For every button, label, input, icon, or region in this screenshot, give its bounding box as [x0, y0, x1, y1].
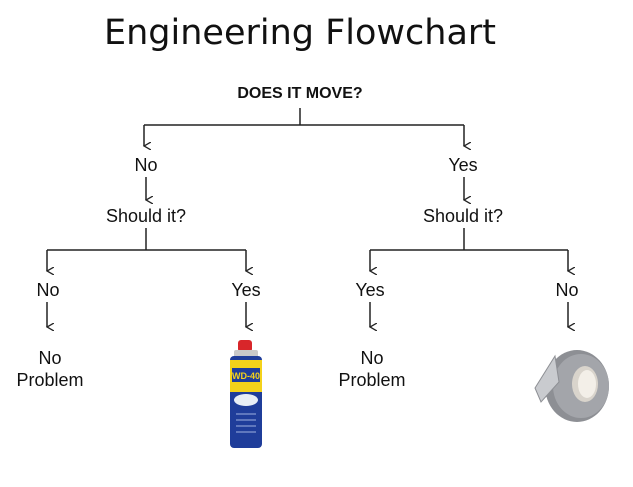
result-no-problem-right: No Problem [338, 347, 405, 391]
result-line1: No [38, 348, 62, 368]
left-left-answer: No [36, 280, 60, 300]
right-answer: Yes [448, 155, 478, 175]
right-right-answer: No [555, 280, 579, 300]
wd40-can-icon: WD-40 [230, 340, 262, 448]
result-no-problem-left: No Problem [16, 347, 83, 391]
right-left-answer: Yes [355, 280, 385, 300]
svg-text:WD-40: WD-40 [232, 371, 260, 381]
result-line2: Problem [16, 370, 84, 390]
result-line2: Problem [338, 370, 406, 390]
result-line1: No [360, 348, 384, 368]
left-answer: No [134, 155, 158, 175]
left-right-answer: Yes [231, 280, 261, 300]
duct-tape-icon [534, 350, 609, 422]
left-followup: Should it? [105, 206, 187, 226]
root-question: DOES IT MOVE? [237, 85, 363, 102]
right-followup: Should it? [422, 206, 504, 226]
page-title: Engineering Flowchart [103, 13, 497, 53]
